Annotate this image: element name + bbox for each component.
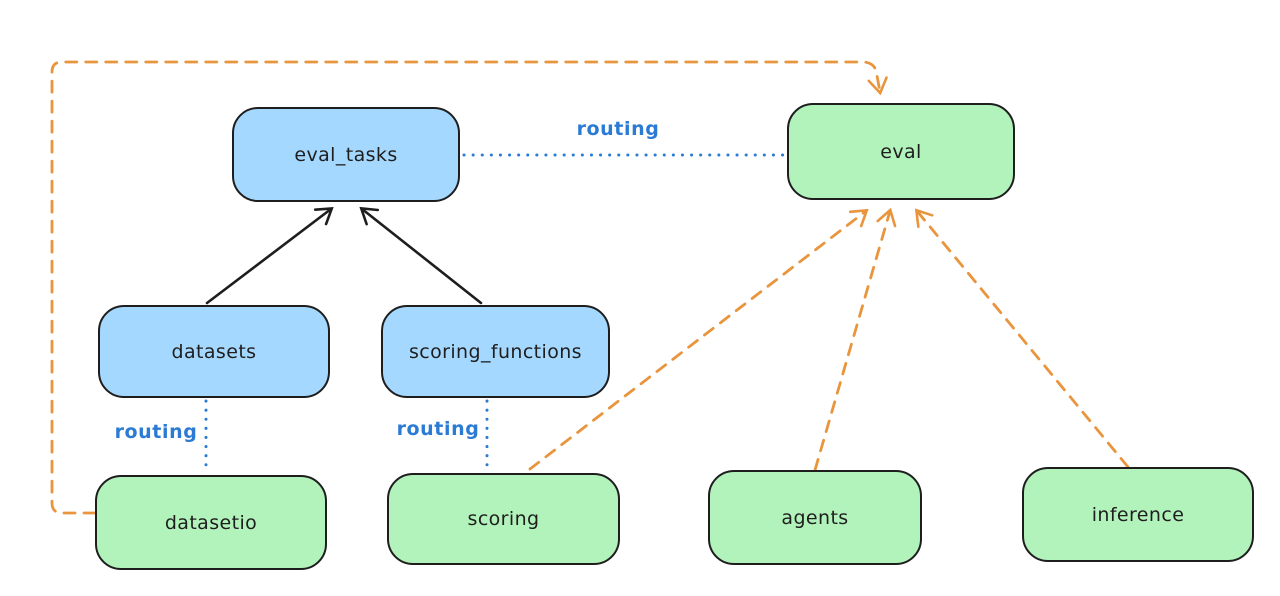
node-agents-label: agents: [781, 506, 849, 529]
edge-datasetio-to-eval: [50, 60, 880, 515]
node-scoring-label: scoring: [467, 508, 540, 530]
node-inference-label: inference: [1091, 503, 1185, 526]
node-eval: eval: [787, 103, 1015, 200]
node-datasetio: datasetio: [95, 475, 327, 570]
edge-scoring-to-eval: [528, 211, 866, 471]
edge-agents-to-eval: [813, 211, 890, 472]
node-scoring-functions: scoring_functions: [381, 305, 610, 398]
edge-scoring_functions-to-eval_tasks: [362, 209, 483, 305]
edge-inference-to-eval: [917, 211, 1130, 469]
edge-datasets-to-eval_tasks: [205, 209, 331, 305]
node-datasets: datasets: [98, 305, 330, 398]
node-datasetio-label: datasetio: [164, 511, 258, 534]
node-eval-tasks-label: eval_tasks: [294, 143, 398, 166]
node-eval-tasks: eval_tasks: [232, 107, 460, 202]
node-scoring: scoring: [387, 473, 620, 565]
node-inference: inference: [1022, 467, 1254, 562]
node-scoring-functions-label: scoring_functions: [409, 340, 582, 363]
edge-label-routing-eval-tasks-eval: routing: [576, 118, 660, 140]
edge-label-routing-datasets-datasetio: routing: [114, 421, 198, 443]
node-eval-label: eval: [880, 140, 922, 163]
edge-label-routing-scoring-functions-scoring: routing: [396, 418, 480, 440]
node-datasets-label: datasets: [171, 340, 257, 363]
node-agents: agents: [708, 470, 922, 565]
